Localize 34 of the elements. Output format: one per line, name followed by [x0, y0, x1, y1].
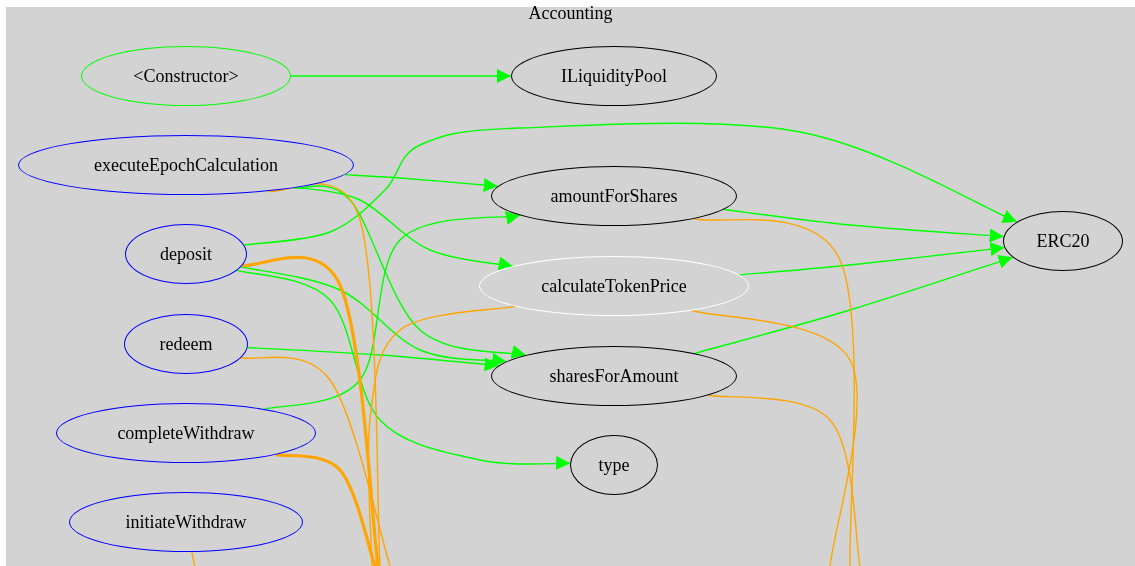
function-ellipse: type: [570, 435, 658, 495]
call-arrow: [246, 346, 500, 372]
function-ellipse: <Constructor>: [81, 46, 291, 106]
call-arrow: [694, 255, 1014, 355]
function-ellipse: sharesForAmount: [491, 346, 737, 406]
call-line: [267, 183, 381, 566]
function-ellipse: ERC20: [1003, 211, 1123, 271]
function-ellipse: deposit: [125, 224, 247, 284]
cluster-title: Accounting: [528, 3, 613, 24]
call-line: [191, 551, 197, 566]
function-ellipse: amountForShares: [491, 166, 737, 226]
call-line: [691, 309, 858, 566]
call-arrow: [263, 210, 521, 410]
function-ellipse: redeem: [124, 314, 248, 374]
call-line: [693, 218, 855, 566]
call-arrow: [236, 269, 571, 471]
call-line: [367, 305, 516, 566]
call-line: [275, 453, 377, 566]
call-arrow: [240, 266, 507, 368]
call-arrow: [243, 122, 1018, 246]
call-line: [240, 356, 391, 566]
call-arrow: [344, 173, 499, 192]
function-ellipse: completeWithdraw: [56, 403, 316, 463]
call-arrow: [293, 185, 527, 360]
call-line: [242, 255, 380, 566]
function-ellipse: initiateWithdraw: [69, 492, 303, 552]
function-ellipse: ILiquidityPool: [511, 46, 717, 106]
call-arrow: [290, 69, 512, 83]
call-arrow: [738, 242, 1006, 276]
function-ellipse: executeEpochCalculation: [18, 135, 354, 195]
cluster-box: [6, 7, 1135, 566]
call-line: [707, 394, 861, 566]
call-arrow: [723, 208, 1005, 243]
function-ellipse: calculateTokenPrice: [479, 256, 749, 316]
